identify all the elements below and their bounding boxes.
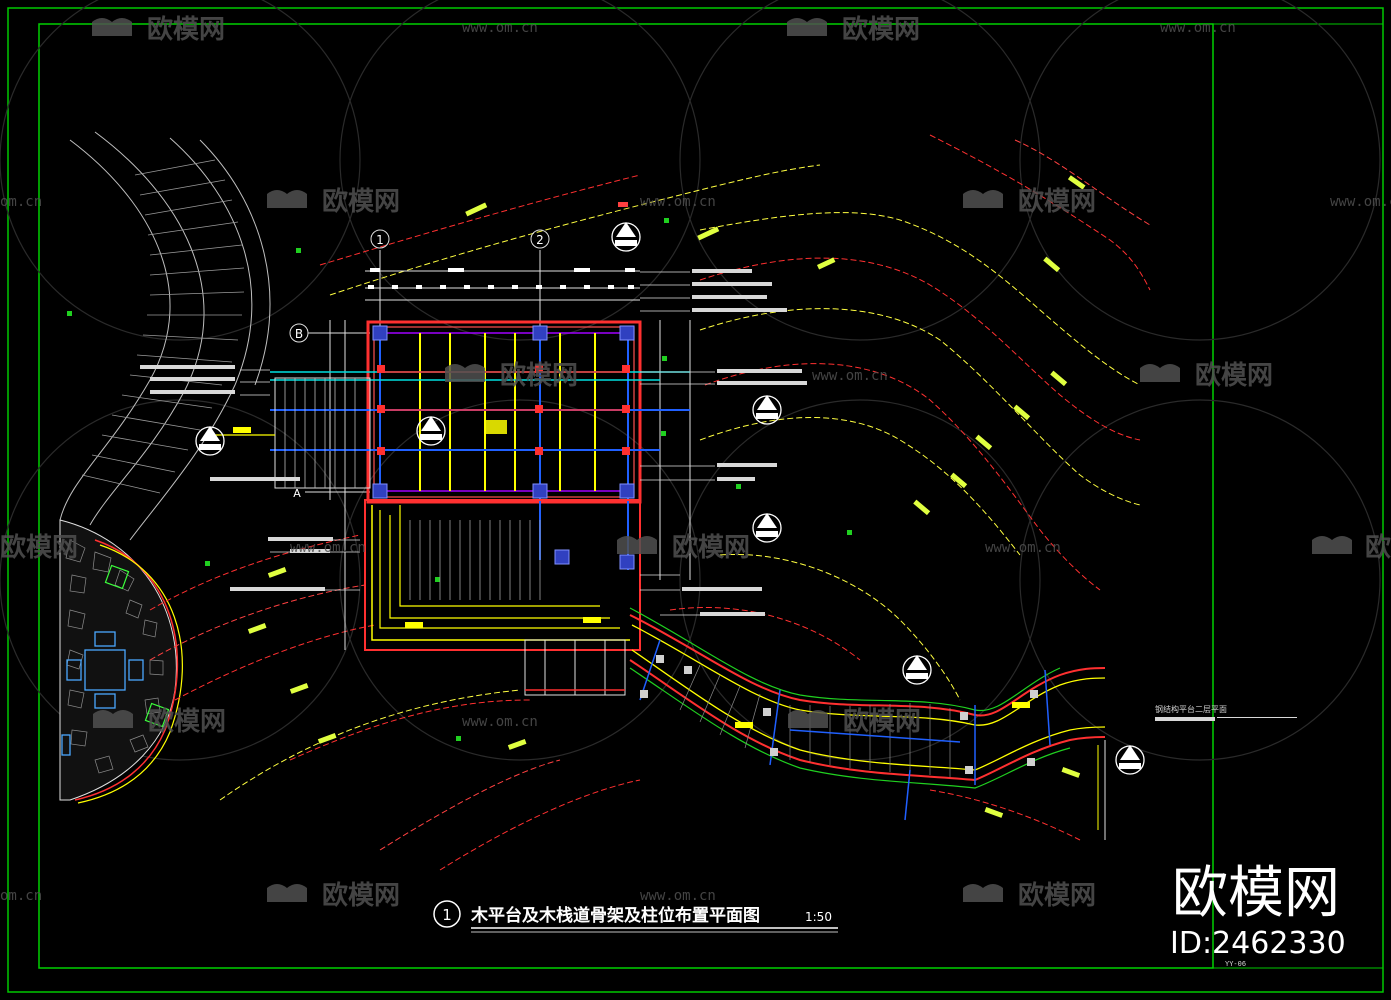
watermark-row-3: 欧模网 www.om.cn 欧模网 [445, 360, 1273, 391]
watermark-brand: 欧模网 [842, 14, 920, 45]
grid-bubble-B [289, 323, 309, 343]
watermark-brand: 欧模网 [1365, 532, 1391, 563]
section-marker-left [195, 426, 225, 456]
section-marker-lower [902, 655, 932, 685]
watermarks: 欧模网 欧模网 www.om.cn www.om.cn om.cn 欧模网 ww… [0, 14, 1391, 911]
grid-bubble-2 [530, 229, 550, 249]
side-note: 钢结构平台二层平面 [1155, 704, 1227, 714]
annotation-text-bars [140, 269, 1297, 721]
watermark-brand: 欧模网 [1018, 186, 1096, 217]
watermark-brand: 欧模网 [147, 14, 225, 45]
section-marker-far-right [1115, 745, 1145, 775]
watermark-brand: 欧模网 [322, 880, 400, 911]
watermark-arcs [0, 0, 1381, 761]
watermark-url: www.om.cn [812, 368, 888, 384]
watermark-url: www.om.cn [640, 194, 716, 210]
watermark-url: www.om.cn [1160, 20, 1236, 36]
watermark-brand: 欧模网 [500, 360, 578, 391]
grid-label-B: B [295, 327, 303, 341]
watermark-url: om.cn [0, 194, 42, 210]
section-marker-top [611, 222, 641, 252]
watermark-row-6: om.cn 欧模网 www.om.cn 欧模网 [0, 880, 1096, 911]
brand-stamp: 欧模网 [1172, 861, 1340, 926]
grid-label-A: A [293, 487, 301, 500]
grid-label-2: 2 [536, 233, 544, 247]
watermark-url: www.om.cn [1330, 194, 1391, 210]
entry-bridge [210, 377, 371, 489]
watermark-brand: 欧模网 [1195, 360, 1273, 391]
stone-plaza [59, 519, 183, 804]
watermark-brand: 欧模网 [148, 706, 226, 737]
section-marker-right-1 [752, 395, 782, 425]
watermark-url: www.om.cn [290, 540, 366, 556]
watermark-row-4: 欧模网 www.om.cn 欧模网 www.om.cn 欧模网 [0, 532, 1391, 563]
outer-frame [7, 7, 1384, 993]
watermark-row-1: 欧模网 欧模网 www.om.cn www.om.cn [92, 14, 1236, 45]
boardwalk [233, 427, 1106, 840]
title-number-circle [433, 900, 461, 928]
brand-id: ID:2462330 [1170, 926, 1346, 961]
watermark-row-2: om.cn 欧模网 www.om.cn 欧模网 www.om.cn [0, 186, 1391, 217]
dimension-ticks-top [368, 268, 635, 289]
drawing-scale: 1:50 [805, 910, 832, 924]
watermark-brand: 欧模网 [843, 706, 921, 737]
watermark-url: om.cn [0, 888, 42, 904]
contour-lines [149, 134, 1151, 871]
section-marker-right-2 [752, 513, 782, 543]
watermark-url: www.om.cn [462, 714, 538, 730]
watermark-url: www.om.cn [462, 20, 538, 36]
watermark-row-5: 欧模网 www.om.cn 欧模网 [93, 706, 921, 737]
title-number: 1 [442, 906, 452, 924]
dimension-top [365, 270, 640, 301]
watermark-brand: 欧模网 [672, 532, 750, 563]
grid-axes [289, 229, 550, 493]
section-markers [195, 222, 1145, 775]
watermark-brand: 欧模网 [0, 532, 78, 563]
section-marker-mid [416, 416, 446, 446]
grid-bubble-1 [370, 229, 390, 249]
watermark-url: www.om.cn [640, 888, 716, 904]
stair-treads [81, 159, 245, 494]
drawing-title: 木平台及木栈道骨架及柱位布置平面图 [470, 905, 760, 926]
watermark-brand: 欧模网 [322, 186, 400, 217]
watermark-url: www.om.cn [985, 540, 1061, 556]
table-set [61, 631, 144, 756]
watermark-brand: 欧模网 [1018, 880, 1096, 911]
drawing-title-block: 1 木平台及木栈道骨架及柱位布置平面图 1:50 [433, 900, 838, 933]
grid-label-1: 1 [376, 233, 384, 247]
inner-frame [38, 23, 1214, 969]
sheet-code: YY-06 [1225, 960, 1246, 968]
contour-tags [247, 175, 1086, 818]
green-markers [67, 218, 852, 741]
